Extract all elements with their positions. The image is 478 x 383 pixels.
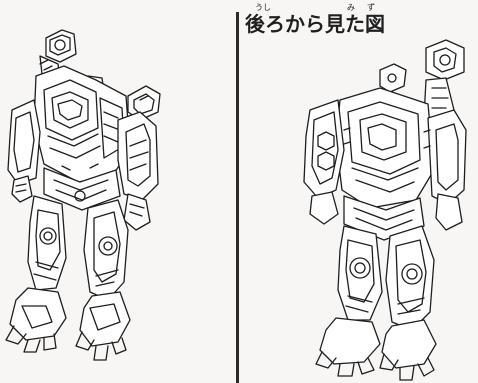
- furigana-row: うし み ず: [245, 2, 445, 14]
- vertical-divider: [236, 12, 239, 383]
- robot-back-view-illustration: [303, 39, 467, 381]
- robot-front-view-illustration: [5, 29, 161, 361]
- furigana-mi: み: [347, 3, 355, 12]
- furigana-ushi: うし: [255, 3, 271, 12]
- furigana-zu: ず: [367, 3, 375, 12]
- view-caption: うし み ず 後ろから見た図: [245, 2, 445, 42]
- caption-title: 後ろから見た図: [245, 12, 385, 36]
